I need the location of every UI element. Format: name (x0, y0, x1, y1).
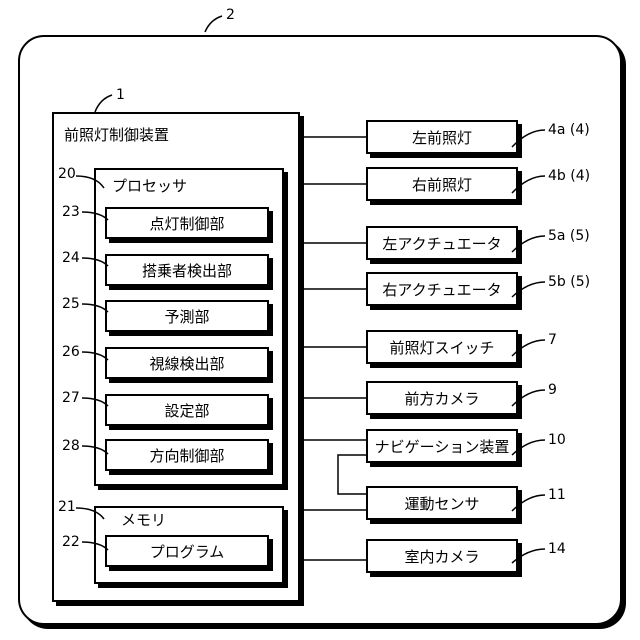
leader-front-camera (512, 390, 545, 406)
leader-left-actuator (512, 236, 545, 252)
ref-system: 2 (226, 8, 235, 22)
ref-program: 22 (62, 535, 80, 549)
ref-prediction: 25 (62, 297, 80, 311)
leader-left-headlight (512, 130, 545, 147)
leader-cabin-camera (512, 549, 545, 563)
ref-right-headlight: 4b (4) (548, 169, 590, 183)
ref-cabin-camera: 14 (548, 542, 566, 556)
ref-processor: 20 (58, 167, 76, 181)
leader-headlight-switch (512, 340, 545, 356)
leader-processor (76, 176, 104, 188)
leader-gaze-detection (82, 352, 108, 360)
ref-motion-sensor: 11 (548, 488, 566, 502)
ref-headlight-switch: 7 (548, 333, 557, 347)
ref-direction-control: 28 (62, 439, 80, 453)
ref-controller: 1 (116, 88, 125, 102)
ref-front-camera: 9 (548, 383, 557, 397)
leader-prediction (82, 304, 108, 312)
ref-occupant-detection: 24 (62, 251, 80, 265)
leader-navigation (512, 440, 545, 455)
ref-setting: 27 (62, 391, 80, 405)
leader-direction-control (82, 446, 108, 454)
leader-setting (82, 398, 108, 406)
ref-right-actuator: 5b (5) (548, 275, 590, 289)
ref-lighting-control: 23 (62, 205, 80, 219)
leader-right-actuator (512, 282, 545, 297)
leader-controller (95, 95, 112, 112)
leader-memory (76, 508, 104, 519)
ref-left-actuator: 5a (5) (548, 229, 590, 243)
ref-navigation: 10 (548, 433, 566, 447)
leader-system (205, 16, 222, 32)
leader-occupant-detection (82, 258, 108, 266)
leader-right-headlight (512, 176, 545, 193)
leader-program (82, 542, 108, 550)
link-navigation-motion (338, 455, 366, 494)
ref-gaze-detection: 26 (62, 345, 80, 359)
ref-memory: 21 (58, 500, 76, 514)
ref-left-headlight: 4a (4) (548, 123, 590, 137)
leader-motion-sensor (512, 495, 545, 511)
leader-lighting-control (82, 212, 108, 220)
